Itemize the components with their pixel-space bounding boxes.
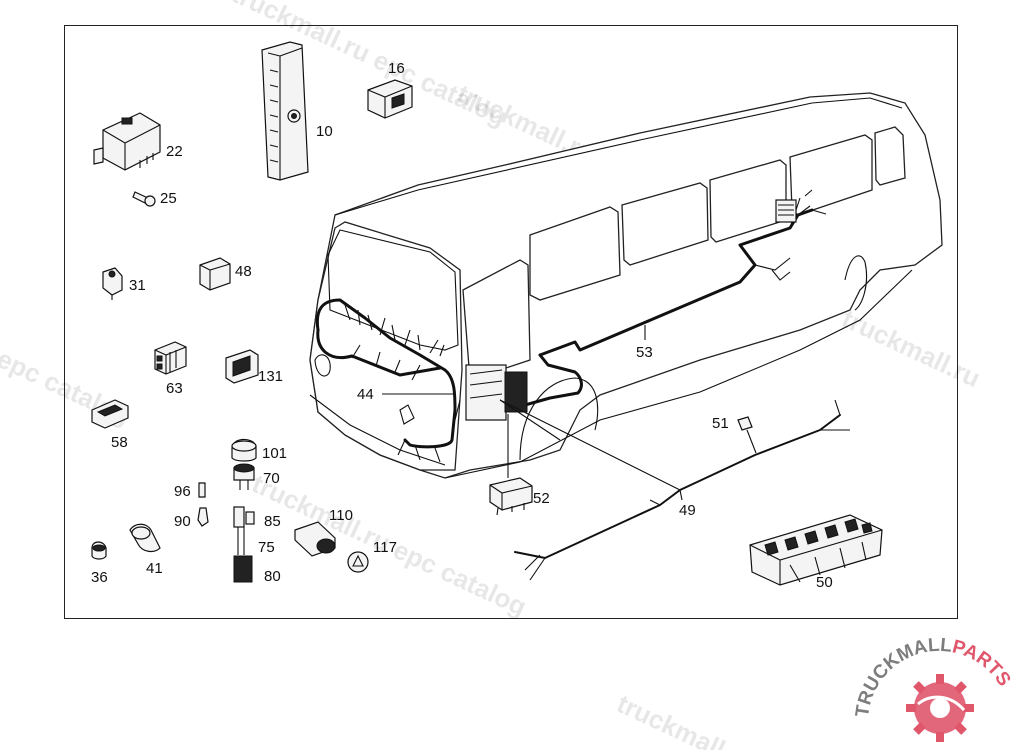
part-63 [154, 341, 187, 375]
part-41-clamp [129, 523, 161, 553]
label-25: 25 [160, 190, 177, 207]
gear-icon [906, 674, 974, 742]
label-110: 110 [329, 507, 353, 524]
label-70: 70 [263, 470, 280, 487]
label-31: 31 [129, 277, 146, 294]
part-50-fuse-box [749, 514, 883, 586]
part-48 [199, 257, 231, 291]
part-70 [233, 463, 255, 490]
part-117 [347, 551, 369, 573]
loose-parts [91, 41, 413, 583]
part-labels: 16 10 22 25 48 31 63 131 58 101 70 96 90… [91, 60, 833, 591]
part-10-control-module [261, 41, 309, 181]
part-101 [231, 438, 257, 462]
part-85-75-80-connector [233, 506, 255, 583]
part-131-switch [225, 349, 259, 384]
truckmall-logo: TRUCKMALLPARTS [852, 635, 1015, 742]
label-85: 85 [264, 513, 281, 530]
part-52-relay [489, 414, 533, 516]
label-16: 16 [388, 60, 405, 77]
rear-connector-block [775, 199, 797, 223]
diagram-frame [64, 25, 958, 619]
label-53: 53 [636, 344, 653, 361]
bus-illustration [309, 92, 943, 479]
part-22 [93, 112, 161, 171]
label-75: 75 [258, 539, 275, 556]
label-48: 48 [235, 263, 252, 280]
label-90: 90 [174, 513, 191, 530]
part-110 [294, 521, 336, 557]
label-49: 49 [679, 502, 696, 519]
label-131: 131 [258, 368, 283, 385]
label-50: 50 [816, 574, 833, 591]
label-22: 22 [166, 143, 183, 160]
label-101: 101 [262, 445, 287, 462]
logo-brand-accent: PARTS [950, 636, 1014, 690]
watermark-right: truckmall.ru [837, 303, 985, 393]
part-25-screw [132, 191, 156, 207]
part-96-90-terminals [197, 482, 209, 527]
wiring-harness [315, 189, 883, 586]
label-58: 58 [111, 434, 128, 451]
label-96: 96 [174, 483, 191, 500]
part-36 [91, 541, 107, 560]
part-31 [102, 267, 123, 300]
label-52: 52 [533, 490, 550, 507]
watermark-bottom: truckmall.ru [612, 688, 760, 750]
label-44: 44 [357, 386, 374, 403]
part-16 [367, 79, 413, 119]
label-80: 80 [264, 568, 281, 585]
label-36: 36 [91, 569, 108, 586]
label-63: 63 [166, 380, 183, 397]
part-58 [91, 399, 129, 429]
part-51 [737, 416, 753, 431]
label-41: 41 [146, 560, 163, 577]
label-10: 10 [316, 123, 333, 140]
label-117: 117 [373, 539, 397, 556]
label-51: 51 [712, 415, 729, 432]
